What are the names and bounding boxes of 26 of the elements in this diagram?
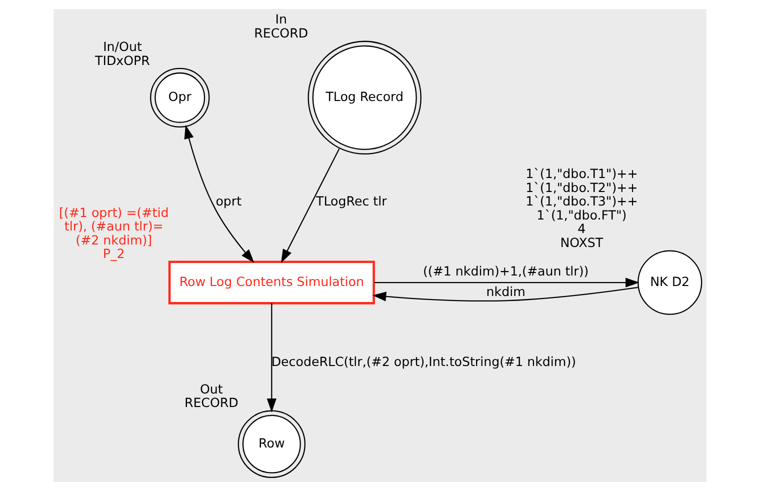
node-label: TIDxOPR bbox=[95, 52, 150, 68]
node-label: P_2 bbox=[102, 246, 125, 261]
node-circle: NK D2 bbox=[638, 250, 702, 314]
node-label: 4 bbox=[578, 220, 586, 236]
edge-label: TLogRec tlr bbox=[316, 193, 387, 208]
edge-label: oprt bbox=[216, 193, 242, 208]
node-label: In/Out bbox=[103, 38, 142, 54]
arrow bbox=[184, 124, 254, 262]
node-label: NOXST bbox=[560, 234, 604, 250]
node-box: Row Log Contents Simulation bbox=[168, 260, 375, 304]
arrow bbox=[374, 277, 640, 287]
edge-label: nkdim bbox=[486, 284, 526, 299]
node-label: Out bbox=[200, 380, 223, 396]
node-label: [(#1 oprt) =(#tid tlr), (#aun tlr)= (#2 nkdim)] bbox=[59, 204, 169, 247]
node-label: RECORD bbox=[184, 394, 238, 410]
node-circle: Row bbox=[238, 410, 306, 478]
node-circle: TLog Record bbox=[308, 40, 422, 154]
node-label: RECORD bbox=[254, 24, 308, 40]
edge-label: ((#1 nkdim)+1,(#aun tlr)) bbox=[423, 262, 589, 278]
arrow bbox=[372, 286, 638, 301]
edge-label: DecodeRLC(tlr,(#2 oprt),Int.toString(#1 nkdim)) bbox=[271, 353, 576, 368]
arrow bbox=[266, 302, 276, 412]
node-circle: Opr bbox=[150, 67, 210, 128]
arrow bbox=[281, 148, 340, 263]
node-label: In bbox=[275, 11, 287, 26]
node-label: 1`(1,"dbo.T1")++ 1`(1,"dbo.T2")++ 1`(1,"dbo.T3")++ 1`(1,"dbo.FT") bbox=[526, 166, 638, 222]
